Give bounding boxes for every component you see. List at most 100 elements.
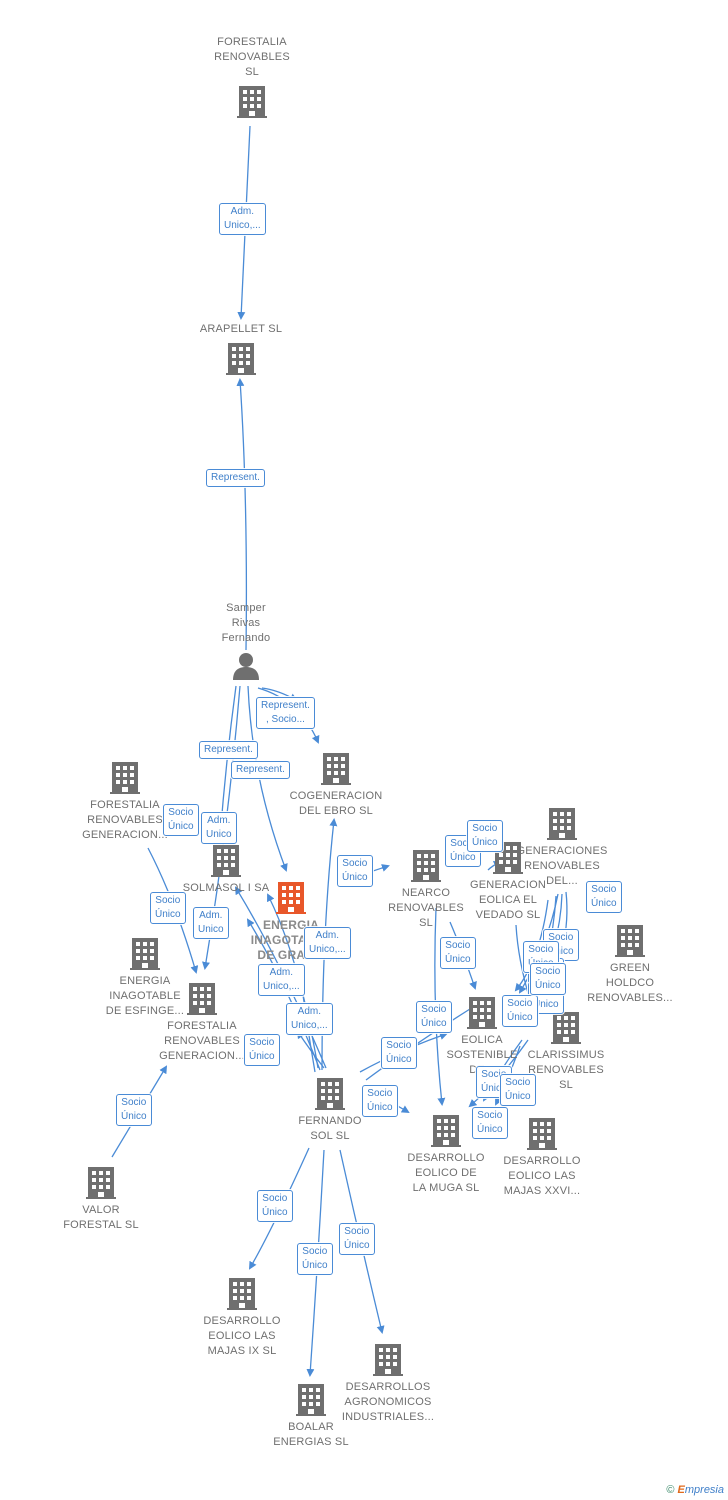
node-label-line: EOLICA bbox=[461, 1034, 503, 1046]
building-icon[interactable] bbox=[296, 1384, 326, 1416]
edge-role-label-line: Adm. bbox=[207, 815, 231, 826]
node-label-line: SOLMASOL I SA bbox=[182, 882, 270, 894]
edge-role-label[interactable]: Adm. Unico,... bbox=[219, 203, 266, 235]
edge-role-label-line: Unico bbox=[198, 924, 224, 935]
building-icon[interactable] bbox=[227, 1278, 257, 1310]
node-label-line: RENOVABLES bbox=[214, 51, 290, 63]
building-icon[interactable] bbox=[321, 753, 351, 785]
footer-brand[interactable]: © Empresia bbox=[666, 1484, 724, 1496]
edge-role-label-line: Adm. bbox=[230, 206, 255, 217]
edge-role-label-line: Socio bbox=[472, 823, 498, 834]
building-icon[interactable] bbox=[431, 1115, 461, 1147]
node-label-line: EOLICO LAS bbox=[508, 1170, 576, 1182]
edge-role-label[interactable]: Represent. bbox=[206, 469, 265, 487]
building-icon[interactable] bbox=[467, 997, 497, 1029]
building-icon[interactable] bbox=[315, 1078, 345, 1110]
building-icon[interactable] bbox=[86, 1167, 116, 1199]
edge-role-label[interactable]: Represent., Socio... bbox=[256, 697, 315, 729]
edge-role-label[interactable]: Adm.Unico,... bbox=[258, 964, 305, 996]
edge-role-label-line: Socio bbox=[421, 1004, 447, 1015]
edge-role-label[interactable]: Represent. bbox=[231, 761, 290, 779]
edge-line bbox=[296, 1030, 325, 1069]
edge-role-label-line: Socio bbox=[505, 1077, 531, 1088]
node-label-line: FORESTALIA bbox=[217, 36, 287, 48]
node-label-line: SOSTENIBLE bbox=[446, 1049, 518, 1061]
edge-role-label[interactable]: Adm.Unico,... bbox=[304, 927, 351, 959]
edge-role-label-line: Socio bbox=[450, 838, 476, 849]
building-icon[interactable] bbox=[527, 1118, 557, 1150]
brand-logo: Empresia bbox=[677, 1484, 724, 1496]
edge-role-label-line: Único bbox=[477, 1124, 503, 1135]
node-label-arapellet[interactable]: ARAPELLET SL bbox=[186, 322, 296, 337]
edge-role-label-line: Único bbox=[367, 1102, 393, 1113]
node-label-line: DE ESFINGE... bbox=[105, 1005, 185, 1017]
building-icon[interactable] bbox=[373, 1344, 403, 1376]
node-label-line: DEL EBRO SL bbox=[299, 805, 373, 817]
building-icon[interactable] bbox=[226, 343, 256, 375]
edge-role-label[interactable]: Represent. bbox=[199, 741, 258, 759]
edge-role-label-line: Único bbox=[168, 821, 194, 832]
building-icon[interactable] bbox=[237, 86, 267, 118]
edge-role-label-line: Socio bbox=[507, 998, 533, 1009]
edge-role-label[interactable]: Adm.Unico,... bbox=[286, 1003, 333, 1035]
building-icon[interactable] bbox=[130, 938, 160, 970]
edge-role-label-line: Socio bbox=[168, 807, 194, 818]
building-icon[interactable] bbox=[547, 808, 577, 840]
building-icon[interactable] bbox=[615, 925, 645, 957]
node-label-line: DESARROLLO bbox=[407, 1152, 485, 1164]
edge-role-label[interactable]: Adm.Unico bbox=[201, 812, 237, 844]
node-label-solmasol[interactable]: SOLMASOL I SA bbox=[171, 881, 281, 896]
building-icon[interactable] bbox=[551, 1012, 581, 1044]
edge-role-label-line: Socio bbox=[155, 895, 181, 906]
person-icon[interactable] bbox=[233, 653, 259, 680]
edge-role-label-line: Socio bbox=[302, 1246, 328, 1257]
building-icon[interactable] bbox=[110, 762, 140, 794]
building-icon[interactable] bbox=[411, 850, 441, 882]
node-label-line: GREEN bbox=[609, 962, 651, 974]
edge-role-label-line: Único bbox=[421, 1018, 447, 1029]
edge-role-label[interactable]: Adm.Unico bbox=[193, 907, 229, 939]
edge-role-label-line: Unico,... bbox=[224, 220, 261, 231]
edge-role-label-line: Socio bbox=[535, 966, 561, 977]
node-label-line: MAJAS XXVI... bbox=[503, 1185, 581, 1197]
building-icon[interactable] bbox=[211, 845, 241, 877]
edge-role-label-line: , Socio... bbox=[266, 714, 305, 725]
